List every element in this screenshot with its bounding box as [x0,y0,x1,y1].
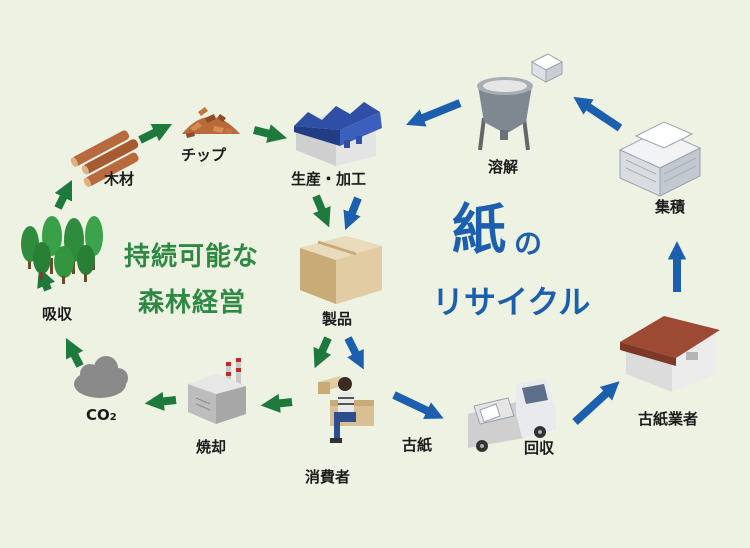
green-arrows [37,123,332,413]
consumer-icon [318,376,374,443]
arrow-products-to-consumer-blue [344,336,364,370]
arrow-pile-to-dissolve [573,96,623,132]
pulper-icon [477,53,564,151]
title-line2: リサイクル [432,283,591,321]
label-old-paper: 古紙 [402,436,433,454]
label-lumber: 木材 [104,170,135,188]
arrow-consumer-to-oldpaper [392,391,444,419]
label-collect-pile: 集積 [655,198,686,216]
paper-bales-icon [618,121,702,197]
arrow-products-to-consumer-green [313,336,332,369]
label-incinerate: 焼却 [196,438,227,456]
arrow-chips-to-production [253,124,288,143]
arrow-consumer-to-incinerate [260,393,293,413]
arrow-incinerate-to-co2 [144,391,177,411]
label-co2: CO2 [86,406,117,424]
arrow-production-to-products-blue [343,196,362,230]
arrow-production-to-products-green [312,194,331,228]
arrow-absorb-to-forest [37,267,56,292]
label-recovery: 回収 [524,439,555,457]
truck-icon [468,378,556,452]
arrow-co2-to-absorb [65,337,84,368]
factory-icon [294,102,382,166]
arrow-recovery-to-dealer [572,381,620,425]
label-dissolve: 溶解 [488,158,519,176]
co2-main-text: CO [86,406,110,424]
title-kanji: 紙 [452,198,506,261]
label-production: 生産・加工 [291,170,367,188]
incinerator-icon [188,358,246,424]
chips-icon [182,107,240,138]
arrow-dissolve-to-production [406,99,462,127]
label-consumer: 消費者 [305,468,351,486]
dealer-building-icon [620,316,720,392]
co2-cloud-icon [74,356,128,398]
subtitle-line2: 森林経営 [138,288,247,318]
label-absorb: 吸収 [42,305,73,323]
arrow-forest-to-lumber [54,179,73,210]
forest-icon [21,216,103,284]
arrow-lumber-to-chips [138,123,173,144]
label-dealer: 古紙業者 [638,410,699,428]
box-icon [300,236,382,304]
label-products: 製品 [322,310,353,328]
co2-subscript: 2 [109,412,117,423]
subtitle-line1: 持続可能な [124,242,260,272]
lumber-icon [70,130,139,188]
title-particle: の [514,227,543,260]
label-chips: チップ [181,146,227,164]
blue-arrows [343,96,687,425]
